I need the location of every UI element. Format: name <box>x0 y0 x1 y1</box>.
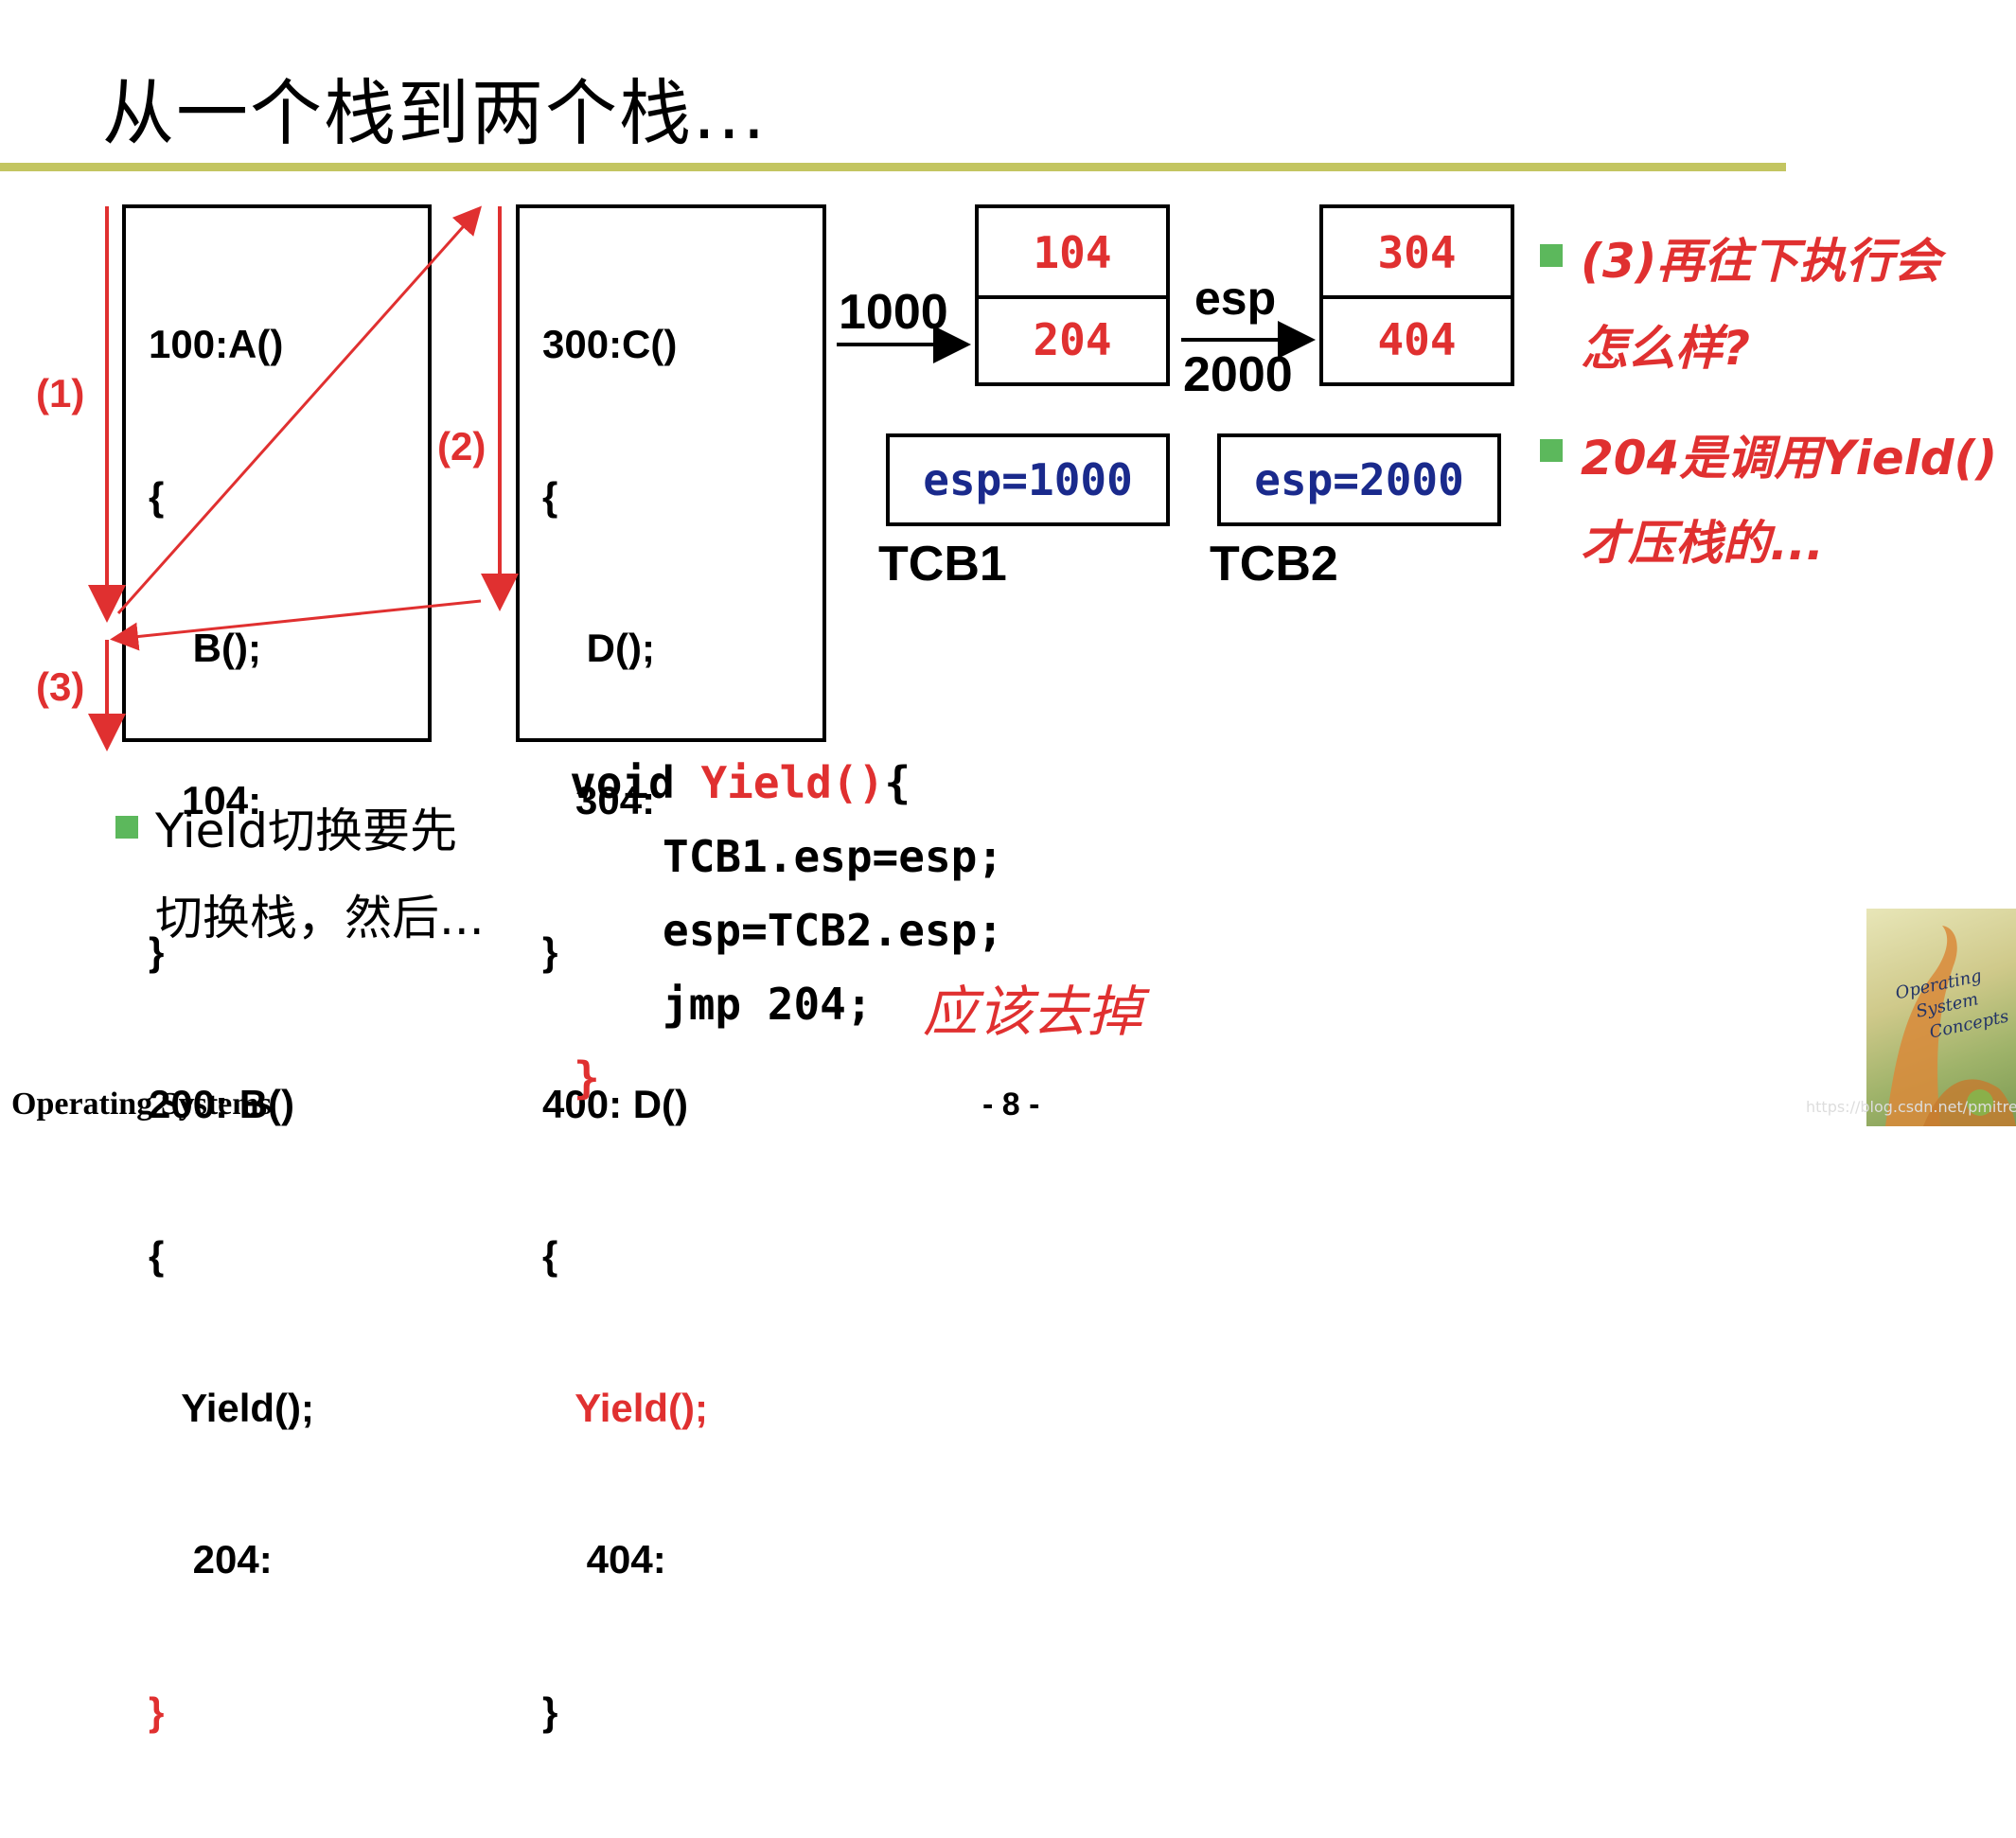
arrow-label-1: (1) <box>36 371 85 415</box>
tcb1-box: esp=1000 <box>886 433 1170 526</box>
slide-title: 从一个栈到两个栈... <box>102 71 768 155</box>
footer-page: - 8 - <box>982 1087 1040 1122</box>
code-line: { <box>542 1233 558 1278</box>
tcb2-label: TCB2 <box>1210 537 1338 592</box>
tcb1-label: TCB1 <box>878 537 1007 592</box>
arrow-label-3: (3) <box>36 664 85 709</box>
stack-a-address: 1000 <box>839 285 948 340</box>
stack-b-address: 2000 <box>1183 347 1293 402</box>
yield-signature: void Yield(){ <box>570 757 911 808</box>
stack-b-divider <box>1323 295 1511 299</box>
code-keyword-void: void <box>570 757 701 808</box>
code-line: } <box>149 1688 165 1734</box>
stack-a-bottom: 204 <box>1033 314 1112 365</box>
code-line: } <box>542 1688 558 1734</box>
yield-bullet-line1: Yield切换要先 <box>155 804 458 858</box>
note-2-line1: 204是调用Yield() <box>1581 431 1998 486</box>
esp-pointer-label: esp <box>1194 272 1277 325</box>
footer-course: Operating Systems <box>11 1087 272 1122</box>
code-func-name: Yield() <box>700 757 885 808</box>
arrow-diagonal <box>116 205 482 614</box>
code-line: 100:A() <box>149 322 284 366</box>
yield-code-close: } <box>574 1052 600 1104</box>
dinosaur-icon <box>1885 926 2016 1126</box>
arrow-back <box>110 599 482 651</box>
code-line: 200: B() <box>149 1081 295 1126</box>
note-1-line2: 怎么样? <box>1581 321 1751 376</box>
code-brace: { <box>884 757 911 808</box>
note-2-line2: 才压栈的... <box>1581 516 1824 571</box>
code-line: 304: <box>542 777 656 822</box>
note-1-line1: (3)再往下执行会 <box>1581 234 1941 289</box>
code-line: 204: <box>149 1537 273 1582</box>
code-line: { <box>542 473 558 519</box>
yield-code-line1: TCB1.esp=esp; <box>663 831 1004 882</box>
book-cover-image: Operating System Concepts <box>1866 909 2016 1126</box>
code-line: { <box>149 1233 165 1278</box>
arrow-label-2: (2) <box>437 424 486 468</box>
code-line: B(); <box>149 626 261 670</box>
stack-b-top: 304 <box>1377 227 1457 278</box>
tcb2-box: esp=2000 <box>1217 433 1501 526</box>
code-line: } <box>542 929 558 974</box>
code-line: 300:C() <box>542 322 678 366</box>
yield-code-remove-note: 应该去掉 <box>923 980 1143 1044</box>
yield-bullet-icon <box>115 816 138 839</box>
yield-code-line3: jmp 204; <box>663 979 873 1030</box>
tcb2-value: esp=2000 <box>1254 454 1464 505</box>
code-line: 104: <box>149 777 262 822</box>
code-line: Yield(); <box>149 1385 315 1430</box>
code-line: 400: D() <box>542 1081 689 1126</box>
note-bullet <box>1540 439 1563 462</box>
code-line: { <box>149 473 165 519</box>
watermark-text: https://blog.csdn.net/pmitream <box>1806 1098 2016 1116</box>
tcb1-value: esp=1000 <box>923 454 1133 505</box>
flow-arrows <box>88 205 1316 751</box>
yield-code-line2: esp=TCB2.esp; <box>663 905 1004 956</box>
stack-b-bottom: 404 <box>1377 314 1457 365</box>
stack-a: 104 204 <box>975 204 1170 386</box>
code-line: D(); <box>542 626 655 670</box>
code-line: 404: <box>542 1537 666 1582</box>
stack-a-top: 104 <box>1033 227 1112 278</box>
code-line: Yield(); <box>542 1385 709 1430</box>
title-rule <box>0 163 1786 171</box>
yield-bullet-line2: 切换栈，然后... <box>155 891 485 946</box>
note-bullet <box>1540 244 1563 267</box>
code-line: } <box>149 929 165 974</box>
stack-a-divider <box>979 295 1166 299</box>
stack-b: 304 404 <box>1319 204 1514 386</box>
